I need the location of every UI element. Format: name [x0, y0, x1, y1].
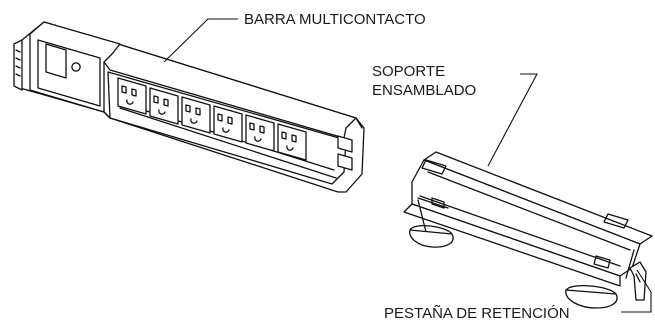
switch-housing — [13, 21, 121, 119]
end-connectors — [337, 117, 363, 171]
power-switch — [45, 43, 67, 79]
bracket-foot — [409, 224, 454, 248]
outlet — [213, 105, 243, 143]
power-strip-leader — [163, 18, 238, 63]
outlet — [117, 77, 147, 115]
bracket-foot — [565, 284, 618, 309]
outlet — [181, 96, 211, 134]
bracket-leader — [487, 73, 538, 167]
outlet — [149, 87, 179, 125]
power-strip-label: BARRA MULTICONTACTO — [244, 11, 426, 28]
retention-tab-leader — [621, 269, 652, 313]
retention-tab — [629, 261, 647, 301]
outlet — [245, 114, 275, 152]
power-strip — [13, 21, 365, 193]
bracket-label-line1: SOPORTE — [372, 63, 445, 80]
retention-tab-label: PESTAÑA DE RETENCIÓN — [384, 305, 570, 322]
bracket-label-line2: ENSAMBLADO — [372, 82, 476, 99]
bracket-assembly — [403, 151, 653, 309]
outlet — [277, 123, 307, 161]
outlets — [117, 77, 307, 161]
